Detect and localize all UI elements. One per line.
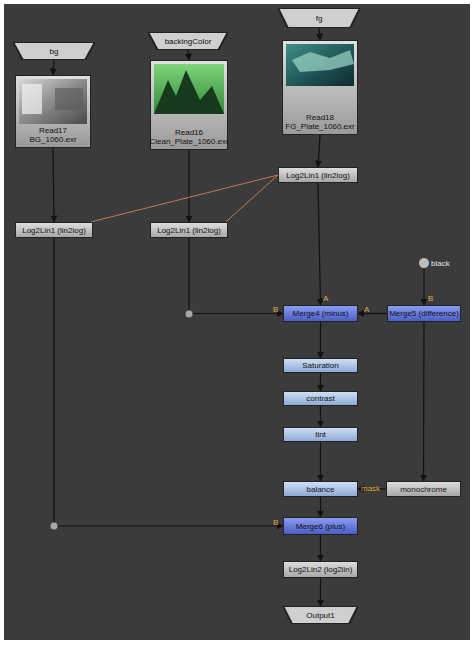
- constant-node: black: [418, 257, 462, 269]
- pipe-connector: [320, 322, 321, 358]
- node-name: backingColor: [165, 37, 212, 46]
- constant-dot: [419, 258, 430, 269]
- node-name: Read18: [306, 113, 334, 122]
- input-outline: [283, 606, 358, 624]
- read-node: Read16Clean_Plate_1060.exr: [150, 60, 228, 150]
- input-outline: [13, 42, 95, 60]
- node-name: Log2Lin1 (lin2log): [22, 226, 86, 235]
- pipe-connector: [54, 238, 283, 526]
- input-node: bg: [13, 42, 95, 60]
- pipe-connector: [318, 135, 320, 167]
- file-name: FG_Plate_1060.exr: [285, 122, 354, 131]
- pipe-connector: [320, 497, 321, 517]
- dot-node: [185, 310, 193, 318]
- node-name: Log2Lin2 (log2lin): [289, 565, 353, 574]
- pipe-connector: [320, 578, 321, 606]
- process-node: monochrome: [386, 481, 461, 497]
- node-name: Merge5 (difference): [389, 309, 459, 318]
- input-outline: [148, 32, 228, 50]
- pipe-connector: [53, 60, 54, 75]
- dot-node: [50, 522, 58, 530]
- clone-link: [91, 175, 278, 222]
- process-node: Saturation: [283, 358, 358, 373]
- pipe-connector: [423, 269, 424, 305]
- read-node: Read17BG_1060.exr: [15, 75, 91, 148]
- node-name: Merge6 (plus): [296, 522, 345, 531]
- pipe-connector: [423, 322, 425, 481]
- pipe-connector: [319, 28, 320, 40]
- node-name: black: [431, 259, 450, 268]
- read-thumbnail: [286, 44, 354, 86]
- node-name: balance: [306, 485, 334, 494]
- pipe-connector: [320, 406, 321, 427]
- node-name: Log2Lin1 (lin2log): [286, 171, 350, 180]
- process-node: contrast: [283, 391, 358, 406]
- node-name: contrast: [306, 394, 334, 403]
- pipe-connector: [358, 313, 387, 314]
- node-name: Merge4 (minus): [292, 309, 348, 318]
- pipe-connector: [320, 442, 321, 481]
- read-thumbnail: [19, 79, 87, 124]
- process-node: Merge5 (difference): [387, 305, 461, 322]
- file-name: Clean_Plate_1060.exr: [149, 137, 228, 146]
- node-name: Output1: [306, 611, 334, 620]
- input-label: B: [273, 305, 278, 314]
- process-node: Log2Lin1 (lin2log): [278, 167, 358, 183]
- read-thumbnail: [154, 64, 224, 114]
- pipe-connector: [188, 150, 189, 222]
- process-node: Log2Lin1 (lin2log): [15, 222, 93, 238]
- node-name: Saturation: [302, 361, 338, 370]
- input-node: backingColor: [148, 32, 228, 50]
- node-name: fg: [316, 14, 323, 23]
- pipe-connector: [189, 238, 283, 314]
- input-label: A: [323, 294, 328, 303]
- input-label: B: [428, 294, 433, 303]
- pipe-connector: [320, 535, 321, 561]
- input-label: B: [273, 518, 278, 527]
- input-outline: [278, 8, 360, 28]
- input-node: Output1: [283, 606, 358, 624]
- node-name: Read17: [39, 126, 67, 135]
- pipe-connector: [188, 50, 189, 60]
- node-name: tint: [315, 430, 326, 439]
- node-name: Log2Lin1 (lin2log): [157, 226, 221, 235]
- process-node: balance: [283, 481, 358, 497]
- process-node: tint: [283, 427, 358, 442]
- input-label: mask: [361, 484, 380, 493]
- process-node: Log2Lin2 (log2lin): [283, 561, 358, 578]
- process-node: Merge6 (plus): [283, 517, 358, 535]
- process-node: Merge4 (minus): [283, 305, 358, 322]
- pipe-connector: [53, 148, 54, 222]
- input-label: A: [364, 305, 369, 314]
- process-node: Log2Lin1 (lin2log): [150, 222, 228, 238]
- file-name: BG_1060.exr: [29, 135, 76, 144]
- node-name: bg: [50, 47, 59, 56]
- input-node: fg: [278, 8, 360, 28]
- node-name: Read16: [175, 128, 203, 137]
- pipe-connector: [320, 373, 321, 391]
- clone-link: [226, 175, 278, 222]
- node-name: monochrome: [400, 485, 447, 494]
- read-node: Read18FG_Plate_1060.exr: [282, 40, 358, 135]
- pipe-connector: [318, 183, 321, 305]
